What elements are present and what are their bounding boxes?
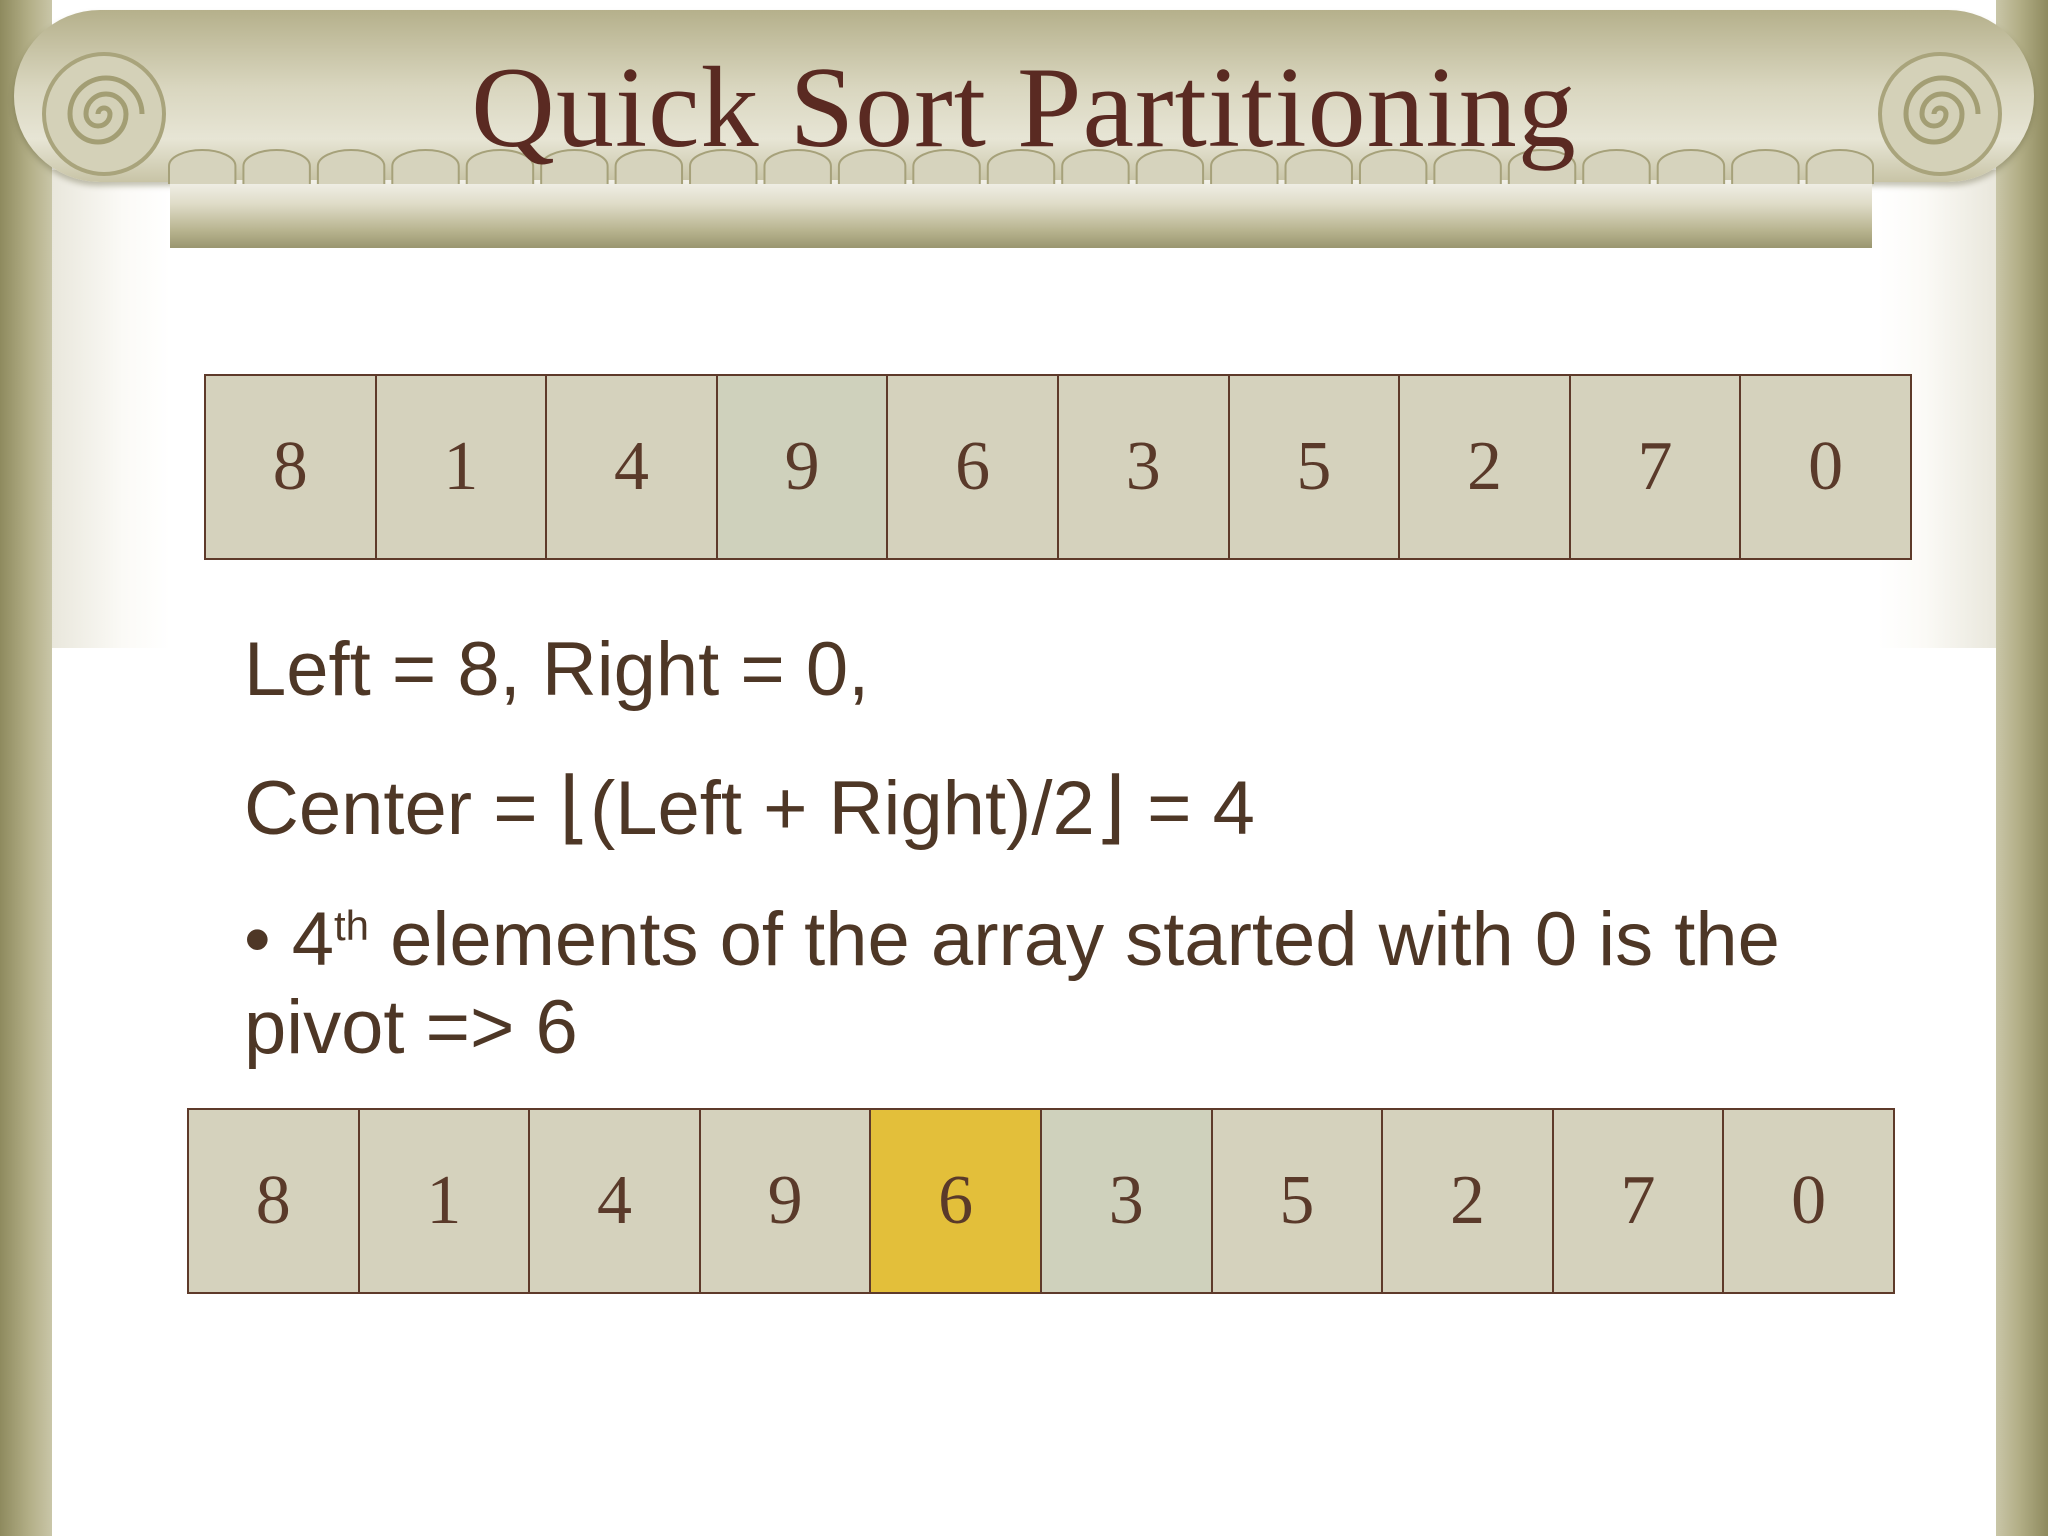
center-result: = 4 <box>1125 766 1255 851</box>
dentil-arch <box>242 149 311 184</box>
dentil-arch <box>614 149 684 184</box>
center-formula: Center = ⌊(Left + Right)/2⌋ = 4 <box>244 760 1255 853</box>
dentil-arch <box>763 149 832 184</box>
dentil-arch <box>168 149 237 184</box>
dentil-arch <box>1507 149 1577 184</box>
bullet-text: elements of the array started with 0 is … <box>369 897 1780 982</box>
bottom-array-cell: 9 <box>700 1110 872 1292</box>
dentil-arch <box>1284 148 1353 184</box>
dentil-arch <box>1135 148 1205 184</box>
bullet-number: 4 <box>291 897 335 982</box>
top-array-cell: 1 <box>376 376 548 558</box>
top-array-cell: 3 <box>1058 376 1230 558</box>
top-array-cell: 6 <box>888 376 1059 558</box>
dentil-arch <box>1210 149 1279 184</box>
top-array-cell: 2 <box>1400 376 1571 558</box>
dentil-arch <box>1433 148 1502 184</box>
top-array-cell: 9 <box>717 376 889 558</box>
capital-band <box>170 180 1872 248</box>
pivot-continuation: pivot => 6 <box>244 985 578 1070</box>
center-prefix: Center = <box>244 766 559 851</box>
dentil-arch <box>1805 149 1874 184</box>
pillar-left <box>52 170 170 648</box>
bullet-marker: • <box>244 897 271 982</box>
top-array-cell: 5 <box>1229 376 1401 558</box>
top-array-cell: 8 <box>206 376 377 558</box>
dentil-arch <box>1061 149 1130 184</box>
dentil-arch <box>837 149 907 184</box>
dentil-arch <box>986 149 1056 184</box>
volute-right-icon <box>1878 52 2002 176</box>
left-right-text: Left = 8, Right = 0, <box>244 627 870 712</box>
bottom-array-cell: 4 <box>530 1110 701 1292</box>
dentil-arch <box>912 149 981 184</box>
bullet-superscript: th <box>334 902 370 949</box>
bottom-array-cell: 5 <box>1212 1110 1384 1292</box>
floor-close-glyph: ⌋ <box>1094 762 1126 851</box>
dentil-arch <box>1656 149 1726 184</box>
center-expression: (Left + Right)/2 <box>589 766 1095 851</box>
dentil-arch <box>1582 148 1651 184</box>
floor-open-glyph: ⌊ <box>558 762 590 851</box>
dentil-arch <box>1358 149 1428 184</box>
pivot-bullet: • 4th elements of the array started with… <box>244 896 1780 983</box>
dentil-arch <box>540 149 609 184</box>
bottom-array-cell: 7 <box>1553 1110 1725 1292</box>
capital-dentils <box>168 148 1874 184</box>
top-array-cell: 0 <box>1741 376 1910 558</box>
bottom-array-cell: 1 <box>359 1110 531 1292</box>
column-shaft-right <box>1996 0 2048 1536</box>
top-array-cell: 4 <box>547 376 718 558</box>
bottom-array-pivot-cell: 6 <box>871 1110 1042 1292</box>
top-array-cell: 7 <box>1570 376 1742 558</box>
bottom-array-cell: 3 <box>1041 1110 1213 1292</box>
bottom-array-cell: 8 <box>189 1110 360 1292</box>
dentil-arch <box>391 149 460 184</box>
bottom-array-cell: 2 <box>1383 1110 1554 1292</box>
dentil-arch <box>1731 148 1800 184</box>
bottom-array-cell: 0 <box>1724 1110 1893 1292</box>
slide-title: Quick Sort Partitioning <box>471 44 1577 172</box>
dentil-arch <box>689 149 758 184</box>
dentil-arch <box>316 149 386 184</box>
column-shaft-left <box>0 0 52 1536</box>
volute-left-icon <box>42 52 166 176</box>
dentil-arch <box>465 149 535 184</box>
